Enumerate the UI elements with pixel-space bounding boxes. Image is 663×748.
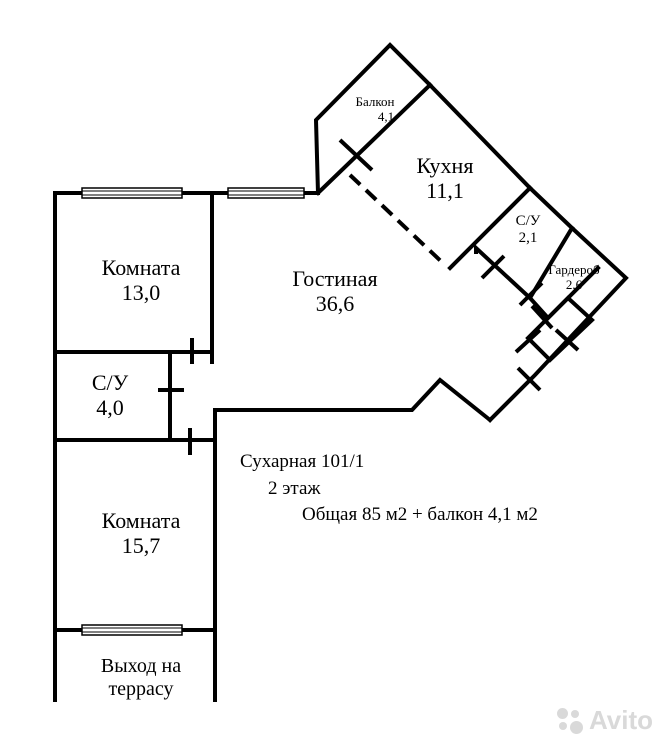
balcony-label: Балкон 4,1 — [340, 94, 410, 125]
wall-bath-outer — [487, 185, 629, 423]
balcony-area: 4,1 — [377, 108, 395, 124]
door-wardrobe — [518, 281, 544, 307]
exit-line1: Выход на — [100, 655, 182, 677]
room1-name: Комната — [101, 255, 181, 280]
door-wardrobe-box — [554, 328, 580, 352]
wall-kitchen-bath2 — [447, 185, 533, 271]
room2-label: Комната 15,7 — [85, 508, 197, 559]
bath2-label: С/У 2,1 — [500, 213, 556, 248]
bath1-area: 4,0 — [96, 395, 124, 421]
wardrobe-label: Гардероб 2,6 — [536, 262, 612, 293]
wardrobe-area: 2,6 — [565, 276, 583, 292]
avito-watermark: Avito — [556, 705, 653, 736]
kitchen-name: Кухня — [416, 153, 474, 178]
total-area-text: Общая 85 м2 + балкон 4,1 м2 — [302, 504, 538, 525]
living-name: Гостиная — [292, 266, 378, 291]
kitchen-area: 11,1 — [426, 178, 464, 204]
wall-balcony-outline — [313, 42, 433, 196]
room2-name: Комната — [101, 508, 181, 533]
door-bath2-corner — [530, 304, 554, 330]
floor-text: 2 этаж — [268, 478, 321, 499]
exit-terrace-label: Выход на террасу — [78, 655, 204, 701]
door-living-lower — [516, 366, 542, 392]
bath1-name: С/У — [91, 370, 129, 395]
bath2-area: 2,1 — [518, 230, 538, 247]
door-wardrobe-lower — [514, 328, 542, 354]
living-area: 36,6 — [315, 291, 355, 317]
exit-line2: террасу — [108, 678, 174, 700]
bath2-name: С/У — [515, 213, 541, 229]
kitchen-label: Кухня 11,1 — [395, 153, 495, 204]
room2-area: 15,7 — [121, 533, 161, 559]
window-living — [227, 187, 305, 199]
wall-kitchen-outer — [427, 82, 533, 191]
room1-area: 13,0 — [121, 280, 161, 306]
wall-wardrobe-box — [525, 295, 595, 363]
wardrobe-name: Гардероб — [548, 262, 600, 277]
avito-logo-icon — [556, 707, 583, 734]
room1-label: Комната 13,0 — [85, 255, 197, 306]
wall-bath2-wardrobe — [474, 225, 575, 302]
living-label: Гостиная 36,6 — [270, 266, 400, 317]
watermark-text: Avito — [588, 705, 653, 735]
address-text: Сухарная 101/1 — [240, 451, 365, 472]
wall-balcony-kitchen — [315, 82, 433, 196]
bath1-label: С/У 4,0 — [70, 370, 150, 421]
balcony-name: Балкон — [355, 94, 395, 109]
window-room1 — [81, 187, 183, 199]
wall-living-bottom — [213, 377, 493, 423]
door-bath2 — [480, 254, 506, 280]
window-terrace — [81, 624, 183, 636]
door-balcony — [338, 138, 374, 172]
